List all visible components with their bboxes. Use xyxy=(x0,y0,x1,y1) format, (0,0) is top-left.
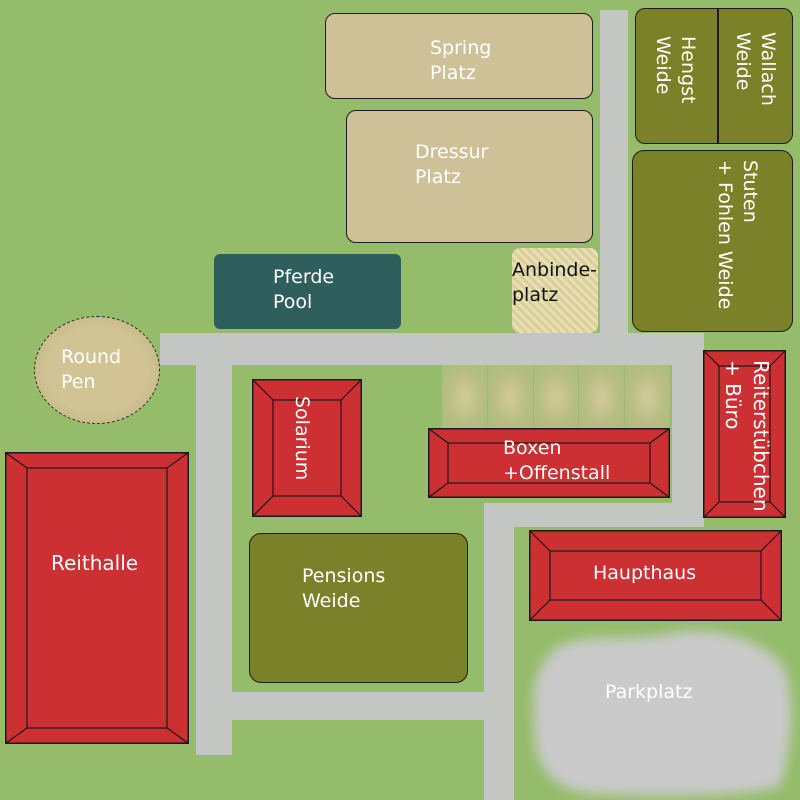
boxen-offenstall-label: Boxen +Offenstall xyxy=(503,437,611,484)
hengst-wallach-weide xyxy=(635,8,793,144)
paddock-tile xyxy=(579,365,626,430)
reiterstuebchen-buero-label: Reiterstübchen + Büro xyxy=(721,360,773,512)
road-east-vertical xyxy=(672,333,704,525)
anbindeplatz-label: Anbinde- platz xyxy=(512,259,598,306)
pensions-weide-label: Pensions Weide xyxy=(302,565,386,612)
weide-divider xyxy=(717,9,719,143)
anbindeplatz xyxy=(512,248,598,333)
haupthaus-building xyxy=(529,530,782,621)
paddocks xyxy=(442,365,670,430)
pferde-pool xyxy=(214,254,401,329)
road-main-horizontal xyxy=(160,333,703,365)
round-pen-label: Round Pen xyxy=(61,346,122,393)
wallach-weide-label: Wallach Weide xyxy=(732,32,779,106)
pferde-pool-label: Pferde Pool xyxy=(273,266,335,313)
haupthaus-label: Haupthaus xyxy=(593,562,697,584)
pensions-weide xyxy=(249,533,468,683)
stuten-fohlen-weide xyxy=(632,150,793,332)
spring-platz-label: Spring Platz xyxy=(430,37,492,84)
hengst-weide-label: Hengst Weide xyxy=(652,36,699,104)
road-north-vertical xyxy=(600,10,628,340)
paddock-tile xyxy=(442,365,488,430)
reithalle-building xyxy=(5,452,189,744)
reiterstuebchen-building xyxy=(703,350,786,518)
paddock-tile xyxy=(533,365,580,430)
dressur-platz xyxy=(346,110,593,243)
boxen-building xyxy=(428,428,670,498)
parkplatz-area xyxy=(533,631,792,796)
paddock-tile xyxy=(625,365,670,430)
round-pen xyxy=(34,316,160,424)
solarium-label: Solarium xyxy=(291,396,313,481)
solarium-building xyxy=(252,379,362,517)
road-west-vertical xyxy=(196,340,232,755)
dressur-platz-label: Dressur Platz xyxy=(415,141,489,188)
parkplatz-label: Parkplatz xyxy=(605,681,693,703)
parkplatz-shape xyxy=(533,631,792,796)
road-bottom-horizontal xyxy=(200,692,505,720)
road-south-vertical xyxy=(484,503,514,800)
road-middle-horizontal xyxy=(484,503,704,527)
paddock-tile xyxy=(487,365,534,430)
reithalle-label: Reithalle xyxy=(51,551,139,575)
spring-platz xyxy=(325,13,593,99)
stuten-fohlen-weide-label: Stuten + Fohlen Weide xyxy=(714,160,761,310)
